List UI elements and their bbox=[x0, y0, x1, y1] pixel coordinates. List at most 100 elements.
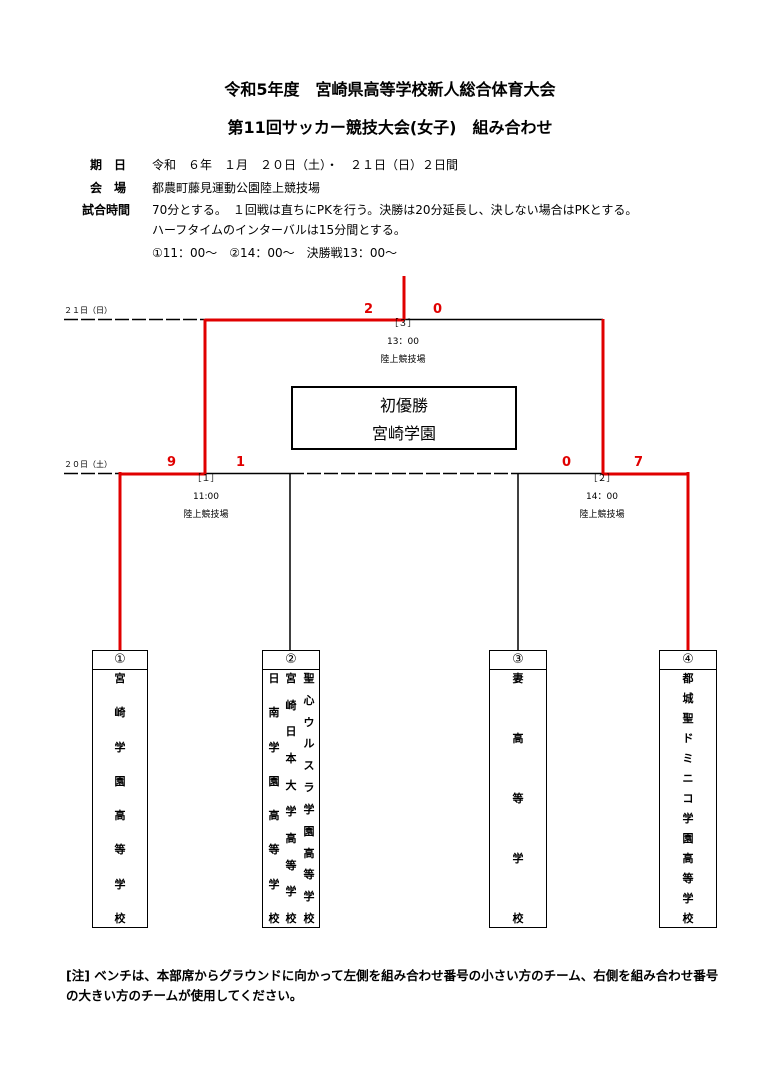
champion-team: 宮崎学園 bbox=[371, 424, 436, 443]
semi1-venue: 陸上競技場 bbox=[183, 510, 229, 520]
interval-rule: ハーフタイムのインターバルは15分間とする。 bbox=[152, 223, 406, 237]
semi1-time: 11:00 bbox=[193, 492, 219, 502]
team-name-char: 大 bbox=[285, 778, 297, 792]
team-name-char: 校 bbox=[285, 911, 297, 925]
semi1-info: ［１］ 11:00 陸上競技場 bbox=[156, 470, 256, 524]
champion-box: 初優勝 宮崎学園 bbox=[291, 386, 517, 450]
team-box-3: ③ 妻高等学校 bbox=[489, 650, 547, 928]
team-name-char: 日 bbox=[285, 725, 297, 739]
team-name-char: 学 bbox=[268, 877, 280, 891]
team-name-char: 等 bbox=[682, 872, 694, 885]
team-name-char: ウ bbox=[303, 715, 315, 729]
team-name-char: 等 bbox=[303, 868, 315, 882]
semi1-match-number: ［１］ bbox=[192, 474, 220, 484]
team-name-char: 宮 bbox=[285, 672, 297, 685]
page-title: 令和5年度 宮崎県高等学校新人総合体育大会 bbox=[224, 80, 556, 99]
team-name-char: 城 bbox=[682, 692, 694, 705]
final-score-left: 2 bbox=[364, 302, 374, 317]
team-name-2b: 宮崎日本大学高等学校 bbox=[283, 672, 299, 925]
team-name-char: 都 bbox=[682, 672, 694, 685]
final-venue: 陸上競技場 bbox=[380, 355, 426, 365]
champion-caption: 初優勝 bbox=[379, 396, 428, 415]
match-time-label: 試合時間 bbox=[82, 203, 131, 217]
team-name-char: ラ bbox=[303, 781, 315, 795]
team-number-3: ③ bbox=[490, 651, 546, 670]
team-name-2a: 聖心ウルスラ学園高等学校 bbox=[301, 672, 317, 925]
team-name-char: 園 bbox=[114, 774, 126, 788]
team-name-char: 学 bbox=[682, 812, 694, 825]
team-name-char: 学 bbox=[303, 802, 315, 816]
semi2-score-right: 7 bbox=[634, 455, 644, 470]
page-subtitle: 第11回サッカー競技大会(女子) 組み合わせ bbox=[227, 118, 553, 137]
team-name-char: 高 bbox=[285, 831, 297, 845]
team-name-char: 校 bbox=[303, 911, 315, 925]
final-score-right: 0 bbox=[433, 302, 443, 317]
semi2-match-number: ［２］ bbox=[588, 474, 616, 484]
bracket-black-lines bbox=[64, 318, 603, 650]
team-name-char: 園 bbox=[303, 824, 315, 838]
team-name-char: 高 bbox=[303, 846, 315, 860]
team-name-char: ミ bbox=[682, 752, 694, 765]
team-box-1: ① 宮崎学園高等学校 bbox=[92, 650, 148, 928]
team-name-char: 校 bbox=[512, 912, 524, 925]
team-name-char: 高 bbox=[512, 732, 524, 745]
date-label: 期 日 bbox=[90, 158, 127, 172]
team-name-char: 高 bbox=[268, 809, 280, 823]
team-name-char: 学 bbox=[114, 740, 126, 754]
team-name-char: 校 bbox=[682, 912, 694, 925]
team-number-4: ④ bbox=[660, 651, 716, 670]
venue-value: 都農町藤見運動公園陸上競技場 bbox=[152, 181, 321, 195]
team-name-char: 本 bbox=[285, 751, 297, 765]
final-time: 13：00 bbox=[387, 337, 419, 347]
team-name-char: 崎 bbox=[285, 698, 297, 712]
team-name-char: 学 bbox=[114, 877, 126, 891]
semi1-score-right: 1 bbox=[236, 455, 246, 470]
semi2-venue: 陸上競技場 bbox=[579, 510, 625, 520]
team-name-char: 高 bbox=[682, 852, 694, 865]
team-name-char: 学 bbox=[512, 852, 524, 865]
team-name-1: 宮崎学園高等学校 bbox=[93, 672, 147, 925]
team-name-char: 学 bbox=[285, 885, 297, 899]
team-number-2: ② bbox=[263, 651, 319, 670]
team-name-char: 学 bbox=[268, 740, 280, 754]
team-name-char: 園 bbox=[268, 774, 280, 788]
final-info: ［３］ 13：00 陸上競技場 bbox=[353, 315, 453, 369]
team-name-char: ニ bbox=[682, 772, 694, 785]
team-name-char: 等 bbox=[512, 792, 524, 805]
team-name-2c: 日南学園高等学校 bbox=[266, 672, 282, 925]
match-time-rule: 70分とする。 １回戦は直ちにPKを行う。決勝は20分延長し、決しない場合はPK… bbox=[152, 203, 638, 217]
team-number-1: ① bbox=[93, 651, 147, 670]
date-value: 令和 ６年 １月 ２０日（土）・ ２１日（日）２日間 bbox=[152, 158, 459, 172]
team-name-char: 心 bbox=[303, 693, 315, 707]
kickoff-times: ①11：00～ ②14：00～ 決勝戦13：00～ bbox=[152, 246, 398, 260]
team-name-char: 園 bbox=[682, 832, 694, 845]
day1-label: ２０日（土） bbox=[64, 460, 112, 469]
team-name-char: 南 bbox=[268, 706, 280, 720]
team-name-char: ス bbox=[303, 759, 315, 773]
team-name-char: 日 bbox=[268, 672, 280, 685]
bench-note: [注] ベンチは、本部席からグラウンドに向かって左側を組み合わせ番号の小さい方の… bbox=[66, 968, 719, 1003]
winner-path bbox=[118, 276, 690, 650]
team-name-char: 妻 bbox=[512, 672, 524, 685]
venue-label: 会 場 bbox=[90, 181, 127, 195]
team-box-2: ② 聖心ウルスラ学園高等学校 宮崎日本大学高等学校 日南学園高等学校 bbox=[262, 650, 320, 928]
team-name-char: 学 bbox=[303, 890, 315, 904]
team-name-char: 等 bbox=[285, 858, 297, 872]
team-name-3: 妻高等学校 bbox=[490, 672, 546, 925]
team-name-char: 宮 bbox=[114, 672, 126, 685]
team-name-char: 校 bbox=[114, 911, 126, 925]
final-match-number: ［３］ bbox=[389, 319, 417, 329]
team-name-char: ド bbox=[682, 732, 694, 745]
team-name-char: ル bbox=[303, 737, 315, 751]
team-name-char: 高 bbox=[114, 809, 126, 823]
team-name-char: 聖 bbox=[303, 672, 315, 685]
semi2-score-left: 0 bbox=[562, 455, 572, 470]
team-name-char: 等 bbox=[114, 843, 126, 857]
team-name-char: 聖 bbox=[682, 712, 694, 725]
team-name-char: 学 bbox=[682, 892, 694, 905]
team-name-char: コ bbox=[682, 792, 694, 805]
team-name-char: 校 bbox=[268, 911, 280, 925]
team-box-4: ④ 都城聖ドミニコ学園高等学校 bbox=[659, 650, 717, 928]
semi2-time: 14：00 bbox=[586, 492, 618, 502]
